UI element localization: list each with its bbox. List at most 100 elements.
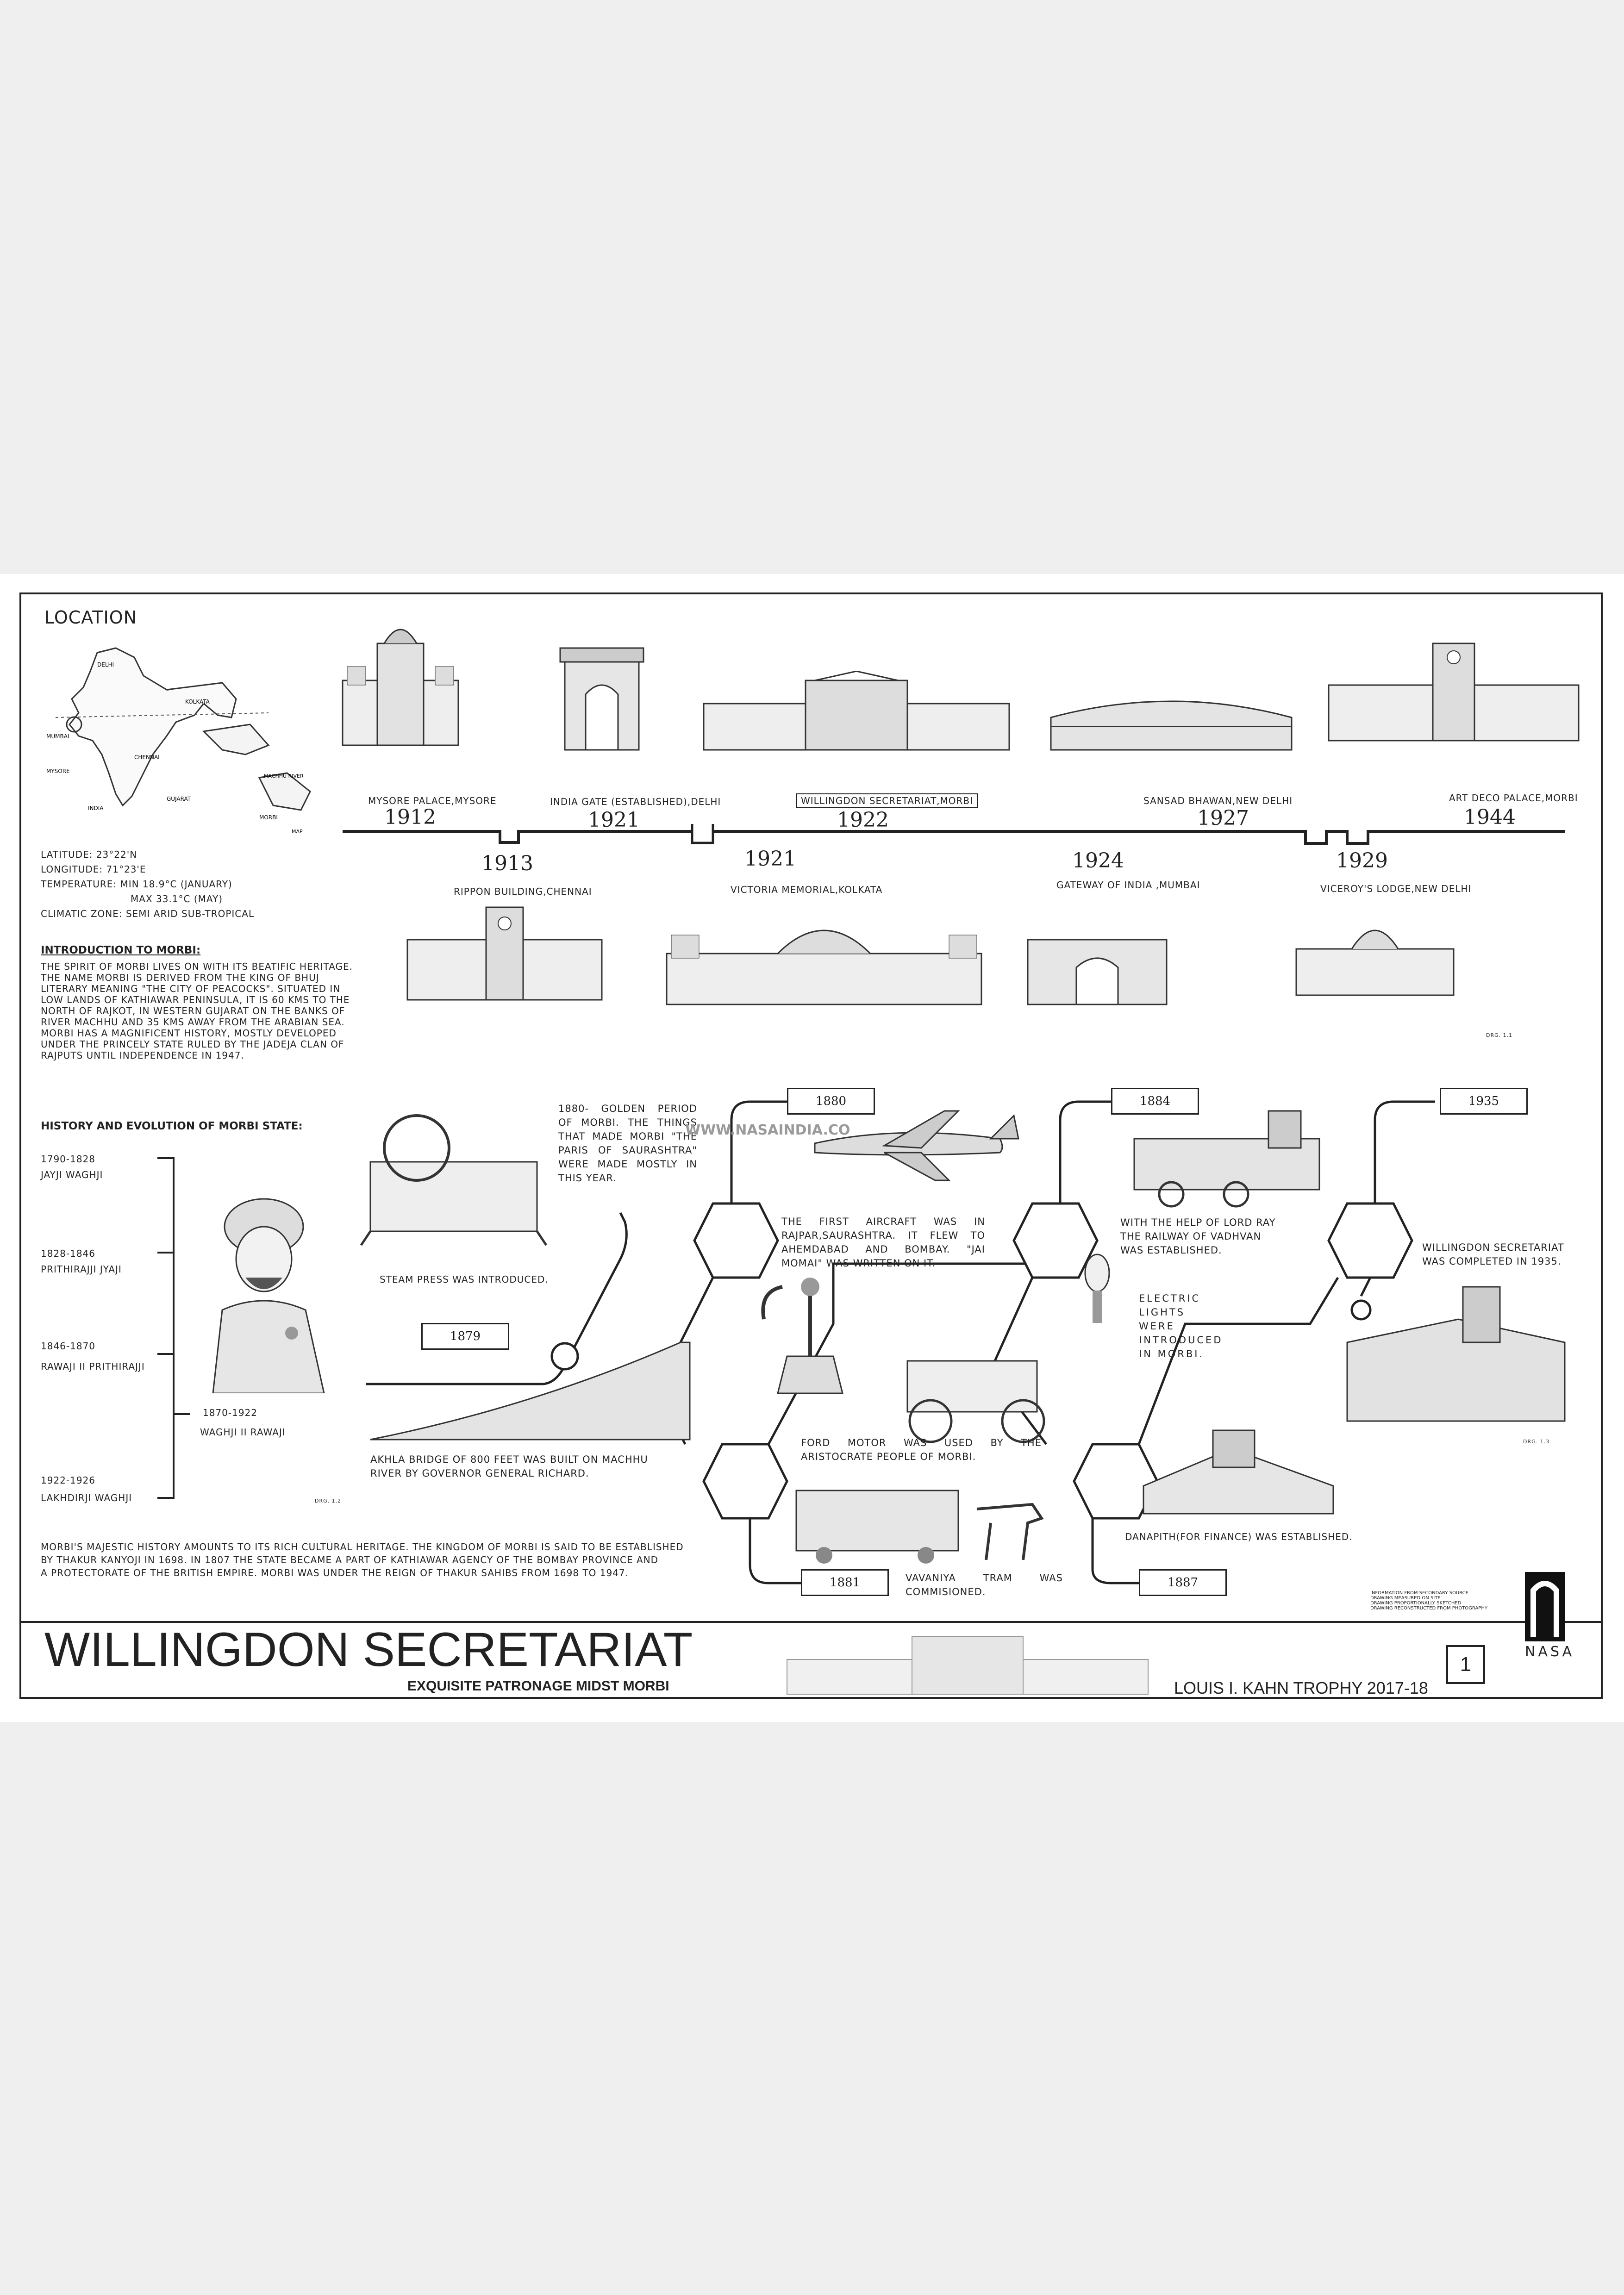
svg-text:INDIA: INDIA xyxy=(88,805,104,811)
presentation-sheet: LOCATION DELHI KOLKATA MUMBAI MYSORE CHE… xyxy=(0,574,1624,1722)
willingdon-secretariat-illustration xyxy=(703,671,1010,751)
nasa-logo-icon xyxy=(1525,1572,1565,1641)
history-heading: HISTORY AND EVOLUTION OF MORBI STATE: xyxy=(41,1120,303,1132)
year-1921-bottom: 1921 xyxy=(744,847,796,871)
steam-engine-illustration xyxy=(1133,1110,1320,1208)
ruler-name-2: PRITHIRAJJI JYAJI xyxy=(41,1264,122,1275)
temperature-text: TEMPERATURE: MIN 18.9°C (JANUARY) xyxy=(41,879,232,890)
ruler-name-4: WAGHJI II RAWAJI xyxy=(200,1427,286,1438)
danapith-illustration xyxy=(1143,1429,1334,1515)
tram-illustration xyxy=(795,1490,1044,1564)
year-1913: 1913 xyxy=(481,852,533,875)
india-map-illustration: DELHI KOLKATA MUMBAI MYSORE CHENNAI INDI… xyxy=(46,647,311,835)
sansad-bhawan-label: SANSAD BHAWAN,NEW DELHI xyxy=(1143,795,1293,806)
event-tag-1935: 1935 xyxy=(1440,1088,1528,1115)
willingdon-label: WILLINGDON SECRETARIAT,MORBI xyxy=(796,793,978,808)
longitude-text: LONGITUDE: 71°23'E xyxy=(41,864,146,875)
svg-text:MACHHU RIVER: MACHHU RIVER xyxy=(264,773,304,779)
rippon-building-label: RIPPON BUILDING,CHENNAI xyxy=(454,886,592,897)
drawing-legend: INFORMATION FROM SECONDARY SOURCE DRAWIN… xyxy=(1370,1590,1487,1611)
year-1912: 1912 xyxy=(384,805,436,829)
sansad-bhawan-illustration xyxy=(1050,700,1293,751)
drawing-ref-1: DRG. 1.1 xyxy=(1486,1032,1513,1038)
svg-text:MUMBAI: MUMBAI xyxy=(46,733,69,740)
intro-paragraph: THE SPIRIT OF MORBI LIVES ON WITH ITS BE… xyxy=(41,961,353,1061)
electric-lights-caption: ELECTRIC LIGHTS WERE INTRODUCED IN MORBI… xyxy=(1139,1293,1223,1360)
svg-text:MYSORE: MYSORE xyxy=(46,768,70,774)
golden-period-caption: 1880- GOLDEN PERIOD OF MORBI. THE THINGS… xyxy=(558,1103,697,1184)
ruler-name-5: LAKHDIRJI WAGHJI xyxy=(41,1492,132,1503)
tram-caption: VAVANIYA TRAM WAS COMMISIONED. xyxy=(906,1572,1063,1597)
event-tag-1887: 1887 xyxy=(1139,1569,1227,1596)
event-tag-1884: 1884 xyxy=(1111,1088,1199,1115)
gateway-of-india-label: GATEWAY OF INDIA ,MUMBAI xyxy=(1056,879,1200,891)
akhla-bridge-illustration xyxy=(370,1341,691,1441)
watermark-text: WWW.NASAINDIA.CO xyxy=(685,1122,850,1138)
steam-press-illustration xyxy=(360,1114,548,1246)
footer-subtitle: EXQUISITE PATRONAGE MIDST MORBI xyxy=(407,1678,669,1694)
sheet-border xyxy=(19,592,1603,1699)
ruler-years-5: 1922-1926 xyxy=(41,1475,96,1486)
rippon-building-illustration xyxy=(406,906,603,1001)
timeline-line xyxy=(343,824,1565,845)
victoria-memorial-illustration xyxy=(666,929,982,1005)
event-tag-1880: 1880 xyxy=(787,1088,875,1115)
india-gate-label: INDIA GATE (ESTABLISHED),DELHI xyxy=(550,796,721,807)
ruler-name-3: RAWAJI II PRITHIRAJJI xyxy=(41,1361,145,1372)
aircraft-caption: THE FIRST AIRCRAFT WAS IN RAJPAR,SAURASH… xyxy=(781,1216,985,1269)
footer-trophy: LOUIS I. KAHN TROPHY 2017-18 xyxy=(1174,1678,1428,1697)
art-deco-palace-label: ART DECO PALACE,MORBI xyxy=(1449,792,1578,804)
year-1929: 1929 xyxy=(1336,849,1388,873)
heritage-note: MORBI'S MAJESTIC HISTORY AMOUNTS TO ITS … xyxy=(41,1541,684,1578)
location-heading: LOCATION xyxy=(44,607,137,628)
event-tag-1879: 1879 xyxy=(421,1323,509,1350)
svg-text:CHENNAI: CHENNAI xyxy=(134,754,160,761)
year-1944: 1944 xyxy=(1464,805,1516,829)
ruler-name-1: JAYJI WAGHJI xyxy=(41,1169,103,1180)
footer-divider xyxy=(19,1621,1603,1623)
victoria-memorial-label: VICTORIA MEMORIAL,KOLKATA xyxy=(731,884,883,895)
sheet-number: 1 xyxy=(1446,1645,1485,1684)
event-flowline xyxy=(366,1100,1435,1584)
svg-text:GUJARAT: GUJARAT xyxy=(167,796,191,802)
intro-heading: INTRODUCTION TO MORBI: xyxy=(41,944,201,956)
nasa-logo-text: NASA xyxy=(1525,1644,1575,1660)
mysore-palace-label: MYSORE PALACE,MYSORE xyxy=(368,795,497,806)
india-gate-illustration xyxy=(559,647,644,751)
footer-title: WILLINGDON SECRETARIAT xyxy=(44,1623,693,1677)
event-tag-1881: 1881 xyxy=(801,1569,889,1596)
ford-motor-caption: FORD MOTOR WAS USED BY THE ARISTOCRATE P… xyxy=(801,1437,1042,1462)
viceroys-lodge-illustration xyxy=(1295,929,1455,996)
ruler-years-4: 1870-1922 xyxy=(203,1407,258,1418)
telephone-illustration xyxy=(761,1278,843,1394)
svg-text:KOLKATA: KOLKATA xyxy=(185,698,210,705)
aircraft-illustration xyxy=(814,1110,1019,1181)
year-1921-top: 1921 xyxy=(588,808,640,832)
mysore-palace-illustration xyxy=(342,629,459,746)
footer-elevation-sketch xyxy=(787,1636,1149,1695)
year-1927: 1927 xyxy=(1197,806,1249,830)
king-portrait xyxy=(212,1198,325,1393)
year-1924: 1924 xyxy=(1072,849,1124,873)
ford-motor-illustration xyxy=(906,1360,1045,1443)
gateway-of-india-illustration xyxy=(1027,939,1168,1005)
nasa-logo: NASA xyxy=(1525,1572,1575,1665)
temperature-max-text: MAX 33.1°C (MAY) xyxy=(131,893,223,904)
ruler-years-1: 1790-1828 xyxy=(41,1154,96,1165)
electric-lamp-illustration xyxy=(1084,1254,1110,1323)
akhla-bridge-caption: AKHLA BRIDGE OF 800 FEET WAS BUILT ON MA… xyxy=(370,1454,648,1479)
willingdon-secretariat-perspective xyxy=(1346,1286,1566,1422)
ruler-years-2: 1828-1846 xyxy=(41,1248,96,1259)
ruler-years-3: 1846-1870 xyxy=(41,1341,96,1352)
svg-text:MORBI: MORBI xyxy=(259,814,278,821)
climatic-zone-text: CLIMATIC ZONE: SEMI ARID SUB-TROPICAL xyxy=(41,908,255,919)
year-1922: 1922 xyxy=(837,808,889,832)
latitude-text: LATITUDE: 23°22'N xyxy=(41,849,137,860)
drawing-ref-3: DRG. 1.3 xyxy=(1523,1439,1550,1445)
railway-caption: WITH THE HELP OF LORD RAY THE RAILWAY OF… xyxy=(1120,1217,1276,1256)
svg-text:MAP: MAP xyxy=(292,829,303,835)
secretariat-completed-caption: WILLINGDON SECRETARIAT WAS COMPLETED IN … xyxy=(1422,1242,1564,1267)
drawing-ref-2: DRG. 1.2 xyxy=(315,1498,342,1504)
svg-text:DELHI: DELHI xyxy=(97,661,114,668)
viceroys-lodge-label: VICEROY'S LODGE,NEW DELHI xyxy=(1320,883,1472,894)
